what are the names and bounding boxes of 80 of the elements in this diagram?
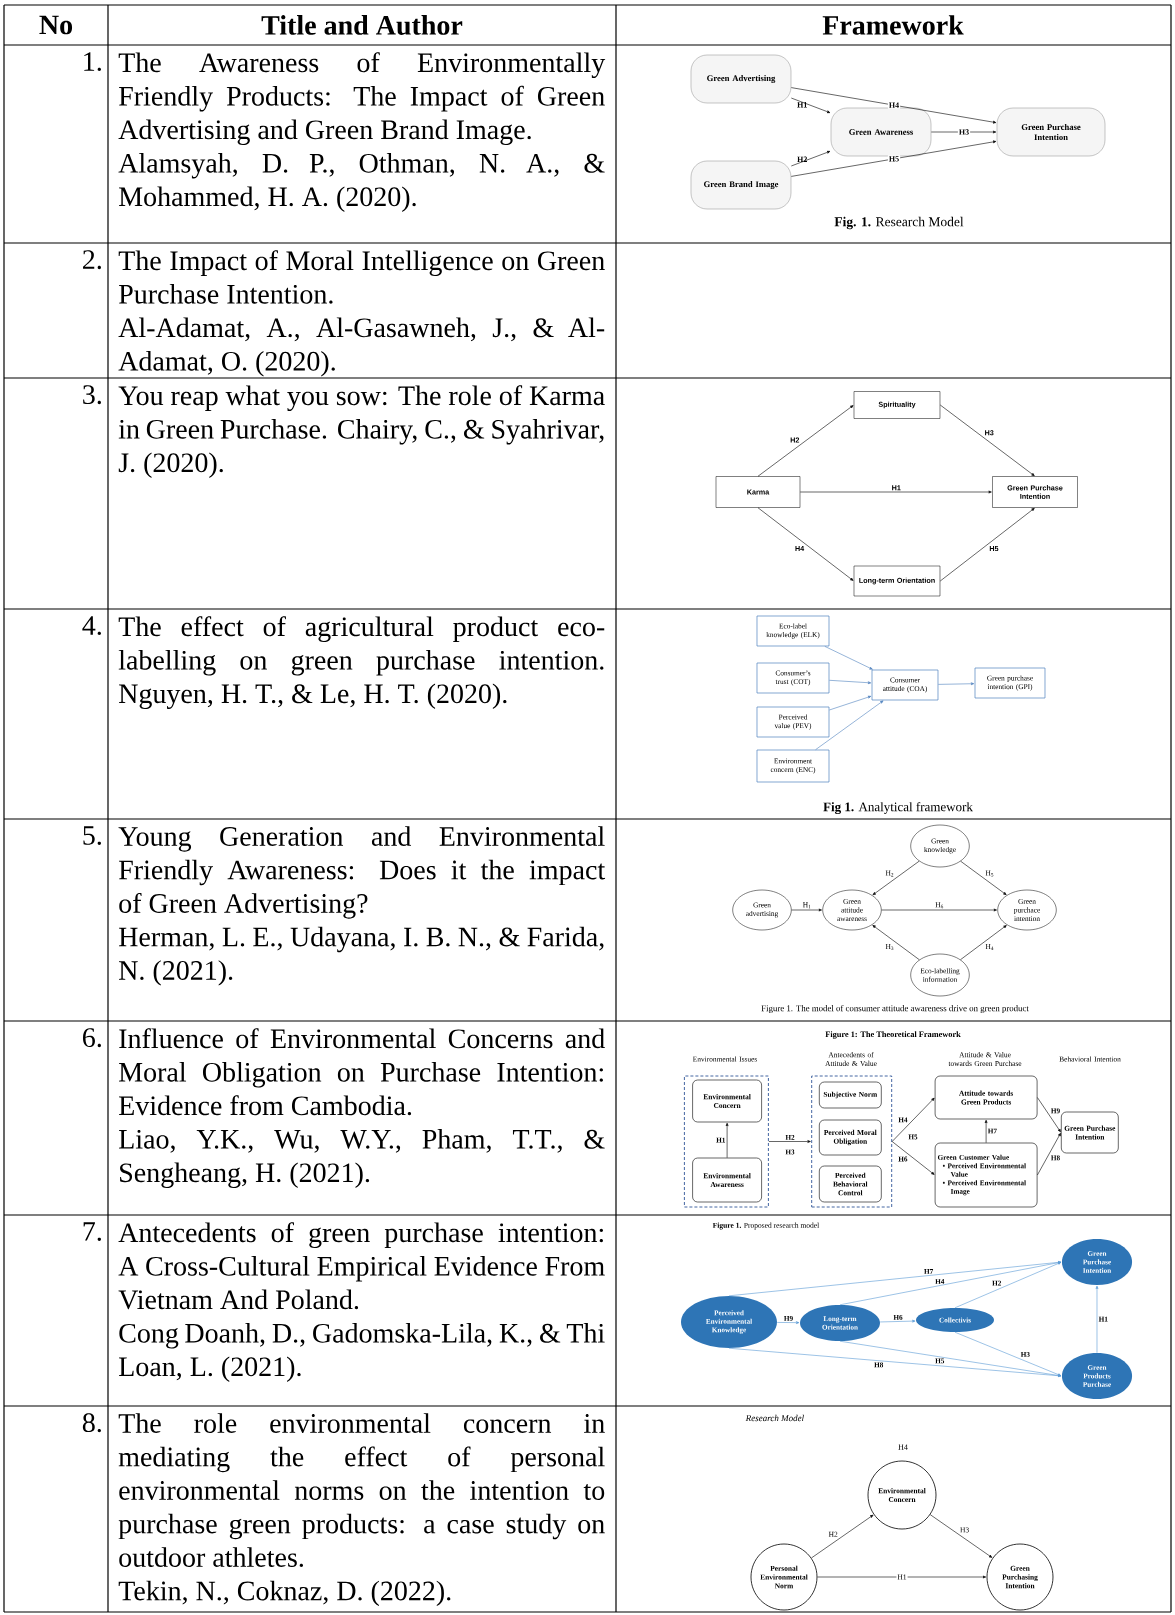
arrow	[954, 1262, 1062, 1309]
arrow	[824, 646, 873, 670]
dashed-group-box	[683, 1075, 769, 1208]
figure-caption: Research Model	[745, 1414, 804, 1422]
arrow	[960, 860, 1007, 895]
figure-caption: Fig. 1. Research Model	[834, 216, 964, 230]
title-text: Influence of Environmental Concerns and Moral Obligation on Purchase Intention: Evidence from Cambodia.	[119, 1028, 605, 1116]
author-text: Al-Adamat, A., Al-Gasawneh, J., & Al-Adamat, O. (2020).	[118, 317, 605, 377]
author-text: Cong Doanh, D., Gadomska-Lila, K., & Thi Loan, L. (2021).	[119, 1323, 605, 1382]
author-text: Alamsyah, D. P., Othman, N. A., & Mohammed, H. A. (2020).	[118, 153, 605, 212]
column-header: Framework	[822, 15, 964, 35]
arrow	[791, 151, 831, 167]
arrow	[984, 1119, 988, 1143]
figure-caption: Figure 1. The model of consumer attitude awareness drive on green product	[761, 1004, 1029, 1014]
author-text: Tekin, N., Coknaz, D. (2022).	[118, 1580, 451, 1607]
arrow	[768, 1140, 811, 1143]
arrow	[929, 1514, 993, 1558]
edge-label: H3	[957, 128, 971, 136]
rounded-box: Green Advertising	[690, 54, 792, 104]
arrow	[799, 490, 992, 494]
arrow	[776, 1321, 800, 1324]
row-number: 5.	[83, 826, 101, 845]
arrow	[960, 925, 1007, 960]
figure-title: Figure 1: The Theoretical Framework	[825, 1031, 961, 1039]
edge-label: H1	[797, 102, 807, 108]
arrow	[954, 1331, 1062, 1376]
title-text: The role environmental concern in mediating the effect of personal environmental norms on the intention to purchase green products: a case study on outdoor athletes.	[118, 1413, 605, 1568]
arrow	[791, 908, 822, 912]
edge-label: H4	[887, 101, 901, 109]
row-number: 6.	[83, 1028, 101, 1048]
arrow	[1095, 1285, 1099, 1354]
title-text: Antecedents of green purchase intention: A Cross-Cultural Empirical Evidence From Vietnam And Poland.	[118, 1222, 605, 1310]
arrow	[791, 140, 997, 177]
arrow	[817, 1575, 987, 1579]
author-text: Herman, L. E., Udayana, I. B. N., & Farida, N. (2021).	[119, 926, 604, 986]
cell-text: You reap what you sow: The role of Karma in Green Purchase. Chairy, C., & Syahrivar, J. (2020).	[118, 385, 605, 478]
arrow	[757, 405, 854, 477]
arrow	[811, 1514, 874, 1559]
arrow	[1037, 1097, 1061, 1133]
arrow	[891, 1097, 935, 1142]
arrow	[881, 908, 997, 912]
arrow	[829, 695, 872, 711]
hypothesis-label: H4	[898, 1444, 908, 1450]
arrow	[879, 1319, 916, 1323]
title-text: The Awareness of Environmentally Friendly Products: The Impact of Green Advertising and Green Brand Image.	[118, 52, 606, 145]
title-text: Young Generation and Environmental Friendly Awareness: Does it the impact of Green Advertising?	[118, 826, 606, 919]
row-number: 1.	[84, 52, 101, 72]
arrow	[829, 680, 872, 685]
cell-text: The effect of agricultural product eco-labelling on green purchase intention. Nguyen, H. T., & Le, H. T. (2020).	[118, 616, 605, 709]
row-number: 7.	[83, 1222, 101, 1241]
row-number: 8.	[82, 1413, 101, 1433]
arrow	[1037, 1132, 1061, 1176]
title-text: The Impact of Moral Intelligence on Green Purchase Intention.	[118, 250, 605, 304]
arrow	[839, 1261, 1062, 1306]
arrow	[757, 507, 854, 581]
arrow	[791, 97, 831, 113]
arrow	[872, 925, 920, 961]
edge-label: H2	[797, 156, 807, 162]
arrow	[815, 700, 884, 750]
rounded-box: Green Purchase Intention	[996, 107, 1106, 157]
arrow	[891, 1141, 935, 1175]
row-number: 4.	[82, 616, 101, 636]
row-number: 2.	[83, 250, 101, 270]
arrow	[939, 507, 1035, 582]
figure-caption: Fig 1. Analytical framework	[823, 802, 973, 814]
arrow	[839, 1340, 1062, 1377]
arrow	[938, 682, 975, 686]
author-text: Liao, Y.K., Wu, W.Y., Pham, T.T., & Sengheang, H. (2021).	[119, 1129, 605, 1188]
arrow	[931, 130, 997, 134]
row-number: 3.	[83, 385, 101, 405]
arrow	[791, 87, 997, 124]
rounded-box: Green Brand Image	[690, 160, 792, 210]
edge-label: H5	[887, 155, 901, 163]
dashed-group-box	[811, 1075, 893, 1208]
arrow	[725, 1122, 729, 1158]
column-header: No	[39, 15, 73, 35]
rounded-box: Green Awareness	[830, 107, 932, 157]
column-header: Title and Author	[261, 15, 463, 35]
arrow	[939, 404, 1035, 477]
arrow	[872, 860, 920, 896]
